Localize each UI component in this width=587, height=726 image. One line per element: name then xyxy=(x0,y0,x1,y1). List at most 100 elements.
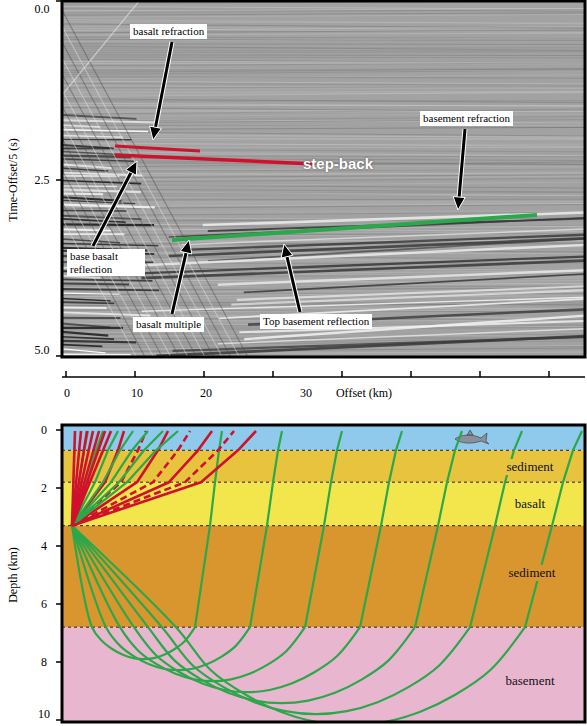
axis-tick xyxy=(56,429,62,431)
arrow-outline xyxy=(172,253,186,314)
seismic-trace xyxy=(62,43,585,45)
seismic-trace xyxy=(62,307,585,309)
arrow-head xyxy=(150,126,162,140)
callout-text: Top basement reflection xyxy=(263,315,369,328)
layer-name: basement xyxy=(502,673,557,689)
layer-label: sediment xyxy=(504,457,557,475)
seismic-trace xyxy=(62,9,585,13)
ray-path xyxy=(72,526,525,722)
callout-text: basalt multiple xyxy=(136,318,201,331)
layer-band xyxy=(62,425,585,450)
arrow-shaft xyxy=(459,129,465,197)
callout-arrows xyxy=(93,42,465,314)
seismic-trace xyxy=(62,22,585,23)
seismic-trace xyxy=(62,61,585,62)
panel-frame xyxy=(62,1,585,357)
seismic-trace xyxy=(62,345,102,347)
ray-path xyxy=(72,431,148,526)
seismic-trace xyxy=(62,196,585,197)
callout-text: basalt refraction xyxy=(133,25,204,38)
seismic-trace xyxy=(62,224,585,226)
axis-tick xyxy=(134,371,136,377)
seismic-trace xyxy=(62,178,585,182)
seismic-trace xyxy=(62,26,362,357)
ray-path xyxy=(72,526,470,715)
seismic-trace xyxy=(62,51,585,53)
axis-tick xyxy=(65,371,67,377)
axis-tick xyxy=(410,371,412,377)
seismic-trace xyxy=(62,63,585,66)
arrow-head xyxy=(126,161,137,175)
picked-event-line xyxy=(115,146,200,151)
seismic-trace xyxy=(62,289,159,290)
seismic-trace xyxy=(62,332,108,336)
axis-tick xyxy=(341,371,343,377)
layer-label: sediment xyxy=(506,563,559,581)
axis-title: Time-Offset/5 (s) xyxy=(6,138,21,222)
ray-path xyxy=(72,526,305,682)
seismic-trace xyxy=(62,282,129,285)
seismic-trace xyxy=(62,349,105,353)
seismic-trace xyxy=(62,105,585,106)
seismic-trace xyxy=(62,176,585,180)
seismic-trace xyxy=(62,127,585,129)
axis-tick-label: 2 xyxy=(41,481,47,496)
axis-title: Depth (km) xyxy=(6,547,21,603)
seismic-trace xyxy=(62,88,585,90)
ray-path xyxy=(72,526,360,693)
layer-band xyxy=(62,627,585,722)
seismic-trace xyxy=(62,202,362,357)
layer-name: basalt xyxy=(512,496,548,512)
seismic-trace xyxy=(62,92,585,97)
seismic-trace xyxy=(62,70,585,75)
callout-box: Top basement reflection xyxy=(260,314,372,329)
arrow-outline xyxy=(155,42,172,127)
seismic-trace xyxy=(62,186,362,357)
seismic-trace xyxy=(62,58,362,357)
callout-box: basalt multiple xyxy=(133,317,204,332)
seismic-trace xyxy=(62,103,585,106)
callout-text: base basalt reflection xyxy=(70,250,142,275)
arrow-outline xyxy=(459,129,465,197)
axis-tick-label: 4 xyxy=(41,539,47,554)
seismic-trace xyxy=(218,329,585,344)
seismic-trace xyxy=(62,353,131,355)
seismic-trace xyxy=(62,143,585,147)
seismic-trace xyxy=(62,139,585,141)
axis-tick-label: 10 xyxy=(38,707,50,722)
seismic-trace xyxy=(62,170,362,357)
axis-tick xyxy=(479,371,481,377)
annotation-text: step-back xyxy=(303,155,373,172)
depth-model xyxy=(62,425,585,722)
layer-boundary xyxy=(62,627,585,628)
arrow-shaft xyxy=(93,173,131,246)
layer-boundary xyxy=(62,450,585,451)
seismic-trace xyxy=(62,211,585,212)
layer-label: basement xyxy=(502,671,557,689)
ray-path xyxy=(415,431,462,627)
callout-text: basement refraction xyxy=(423,112,510,125)
layer-name: sediment xyxy=(504,459,557,475)
ray-path xyxy=(360,431,402,627)
arrow-shaft xyxy=(172,253,186,314)
seismic-trace xyxy=(62,46,585,50)
seismic-trace xyxy=(62,136,585,137)
arrow-head xyxy=(180,240,192,254)
axis-tick-label: 0 xyxy=(64,386,70,401)
layer-name: sediment xyxy=(506,565,559,581)
seismic-background xyxy=(62,0,585,357)
seismic-trace xyxy=(62,310,585,312)
arrow-shaft xyxy=(287,257,300,312)
seismic-trace xyxy=(62,327,123,329)
axis-tick xyxy=(56,661,62,663)
axis-tick-label: 6 xyxy=(41,597,47,612)
callout-box: basalt refraction xyxy=(130,24,207,39)
axis-tick-label: 5.0 xyxy=(35,343,50,358)
ray-path xyxy=(195,431,222,627)
axis-tick-label: 2.5 xyxy=(35,173,50,188)
callout-box: base basalt reflection xyxy=(67,249,145,276)
seismic-trace xyxy=(62,57,585,59)
seismic-trace xyxy=(62,317,120,319)
